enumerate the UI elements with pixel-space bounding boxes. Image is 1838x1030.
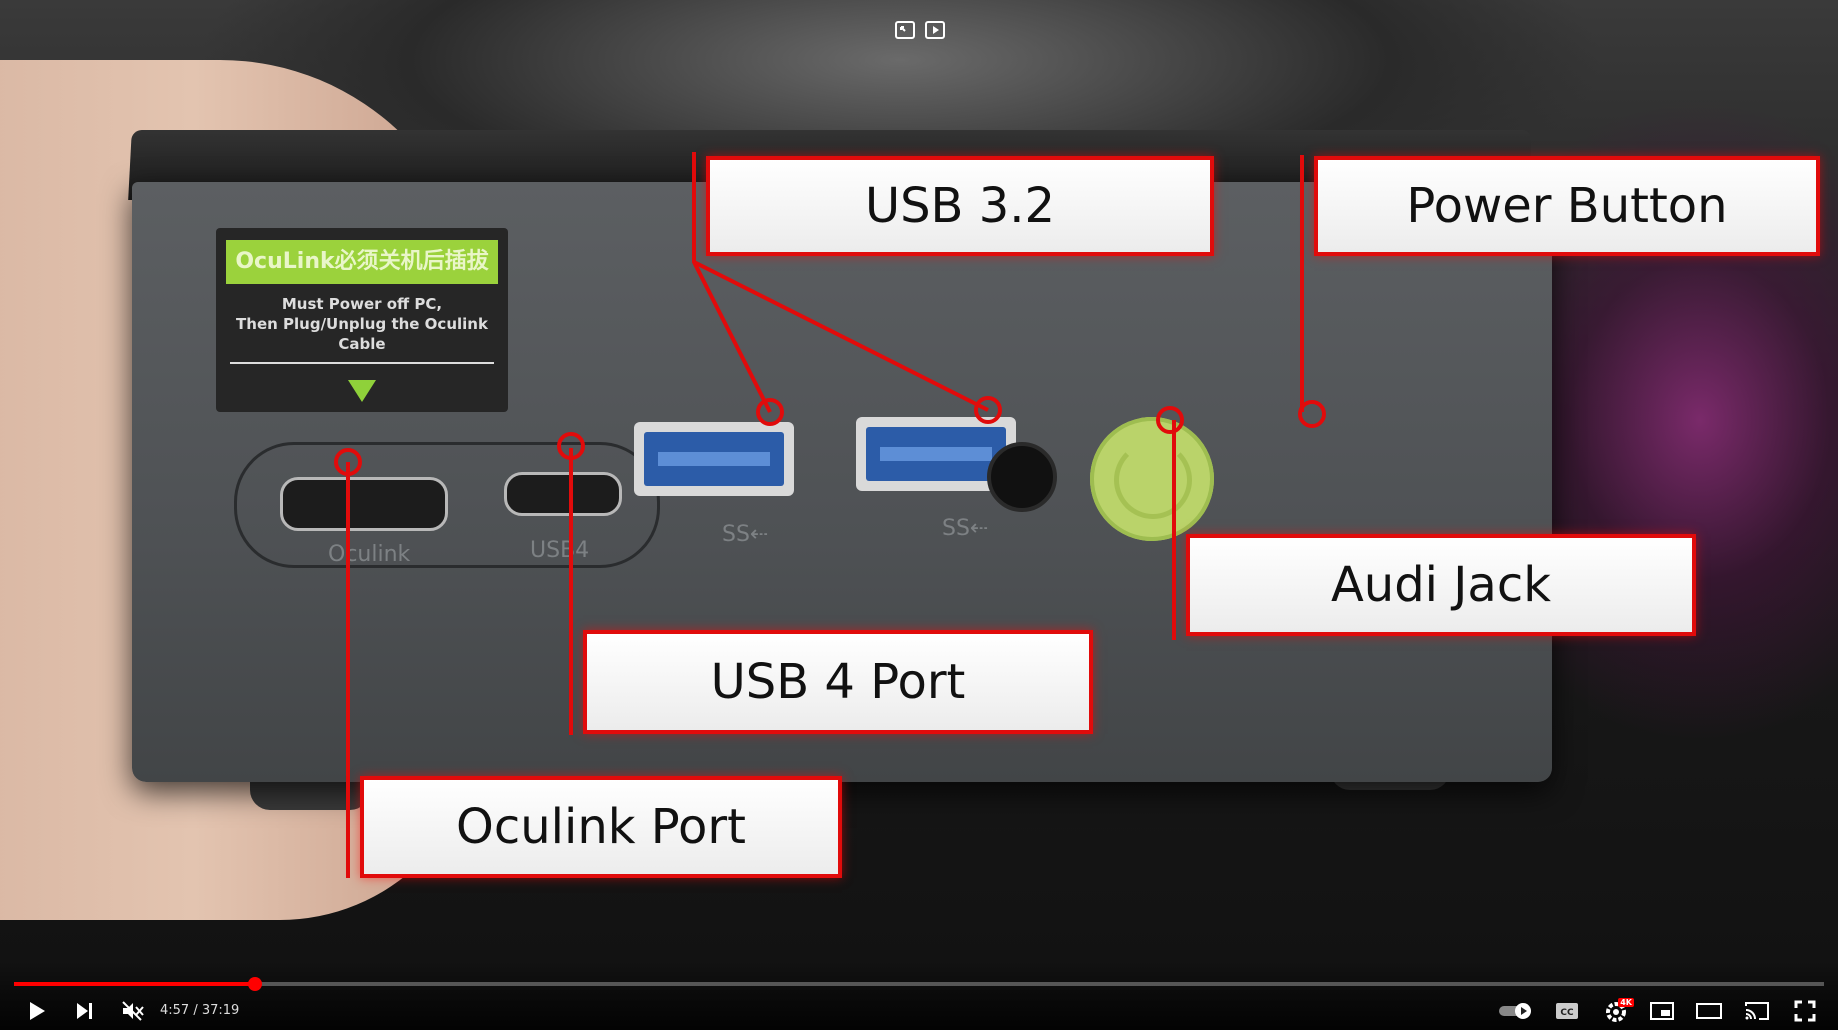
progress-played bbox=[14, 982, 255, 986]
settings-button[interactable]: 4K bbox=[1600, 996, 1634, 1026]
oculink-marker bbox=[334, 448, 362, 476]
power-icon bbox=[1114, 441, 1192, 519]
usb32-leader-line-2 bbox=[693, 260, 989, 412]
current-time: 4:57 bbox=[160, 1003, 190, 1018]
player-controls: 4:57 / 37:19 CC 4K bbox=[0, 960, 1838, 1030]
usb-a-port-1 bbox=[634, 422, 794, 496]
audio-jack bbox=[987, 442, 1057, 512]
sticker-line-1: Must Power off PC, bbox=[281, 295, 443, 313]
miniplayer-icon[interactable] bbox=[1646, 996, 1678, 1026]
down-arrow-icon bbox=[348, 380, 376, 402]
callout-power-button: Power Button bbox=[1314, 156, 1820, 256]
miniplayer-toggle-icon[interactable] bbox=[894, 20, 920, 42]
usb32-marker-2 bbox=[974, 396, 1002, 424]
quality-badge: 4K bbox=[1618, 998, 1634, 1007]
port-well bbox=[234, 442, 660, 568]
captions-icon[interactable]: CC bbox=[1552, 996, 1582, 1026]
progress-bar[interactable] bbox=[14, 977, 1824, 991]
sticker-title: OcuLink必须关机后插拔 bbox=[226, 240, 498, 284]
usb4-port bbox=[504, 472, 622, 516]
theater-mode-icon[interactable] bbox=[1692, 996, 1726, 1026]
progress-scrubber[interactable] bbox=[247, 977, 262, 991]
usb32-marker-1 bbox=[756, 398, 784, 426]
callout-usb32: USB 3.2 bbox=[706, 156, 1214, 256]
callout-usb4-port: USB 4 Port bbox=[583, 630, 1093, 734]
duration: 37:19 bbox=[201, 1003, 240, 1018]
autoplay-toggle[interactable] bbox=[1496, 996, 1536, 1026]
device-front-panel: OcuLink必须关机后插拔 Must Power off PC, Then P… bbox=[132, 182, 1552, 782]
svg-text:CC: CC bbox=[1560, 1008, 1574, 1018]
oculink-port bbox=[280, 477, 448, 531]
power-button bbox=[1090, 417, 1214, 541]
oculink-warning-sticker: OcuLink必须关机后插拔 Must Power off PC, Then P… bbox=[216, 228, 508, 412]
oculink-port-label: Oculink bbox=[328, 542, 411, 567]
usb-a-port-2-label: SS⇠ bbox=[942, 516, 989, 541]
next-button[interactable] bbox=[70, 996, 100, 1026]
power-marker bbox=[1298, 400, 1326, 428]
mute-icon[interactable] bbox=[118, 996, 148, 1026]
fullscreen-icon[interactable] bbox=[1790, 996, 1820, 1026]
mini-pc: OcuLink必须关机后插拔 Must Power off PC, Then P… bbox=[128, 130, 1552, 810]
callout-audio-jack: Audi Jack bbox=[1186, 534, 1696, 636]
time-separator: / bbox=[189, 1003, 202, 1018]
usb4-port-label: USB4 bbox=[530, 538, 590, 563]
callout-oculink-port: Oculink Port bbox=[360, 776, 842, 878]
usb-a-port-1-label: SS⇠ bbox=[722, 522, 769, 547]
autoplay-preview-icon[interactable] bbox=[924, 20, 950, 42]
usb-a-port-2 bbox=[856, 417, 1016, 491]
sticker-line-2: Then Plug/Unplug the Oculink Cable bbox=[236, 315, 488, 353]
usb4-marker bbox=[557, 432, 585, 460]
sticker-rule bbox=[230, 362, 494, 364]
audio-marker bbox=[1156, 406, 1184, 434]
cast-icon[interactable] bbox=[1740, 996, 1774, 1026]
play-button[interactable] bbox=[22, 996, 52, 1026]
time-display: 4:57 / 37:19 bbox=[160, 1000, 239, 1022]
